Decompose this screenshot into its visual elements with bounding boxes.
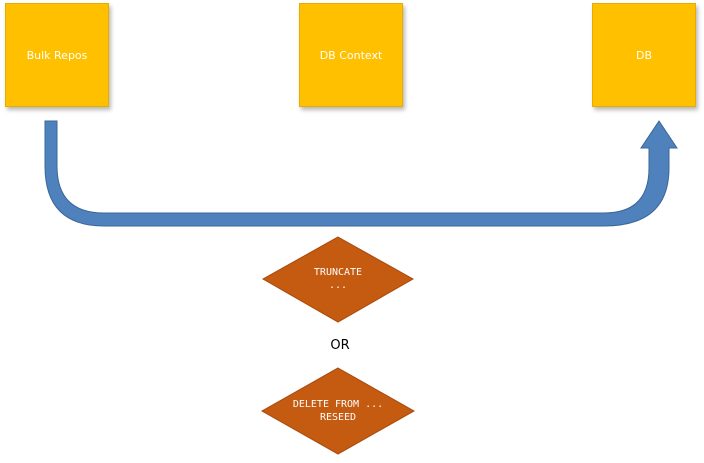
bulk-repos-label: Bulk Repos [26,48,88,62]
delete-decision-label: DELETE FROM ... RESEED [263,398,413,424]
truncate-line-1: TRUNCATE [313,267,363,278]
bulk-repos-to-db-arrow [44,120,678,227]
truncate-decision-label: TRUNCATE ... [263,266,413,292]
truncate-decision-shape [261,236,415,323]
or-separator: OR [330,338,350,353]
db-node: DB [592,3,696,107]
db-context-label: DB Context [319,48,383,62]
truncate-line-2: ... [328,280,348,291]
db-context-node: DB Context [299,3,403,107]
delete-decision-shape [260,367,416,455]
delete-line-2: RESEED [319,412,357,423]
bulk-repos-node: Bulk Repos [5,3,109,107]
delete-line-1: DELETE FROM ... [292,399,384,410]
db-label: DB [635,48,653,62]
